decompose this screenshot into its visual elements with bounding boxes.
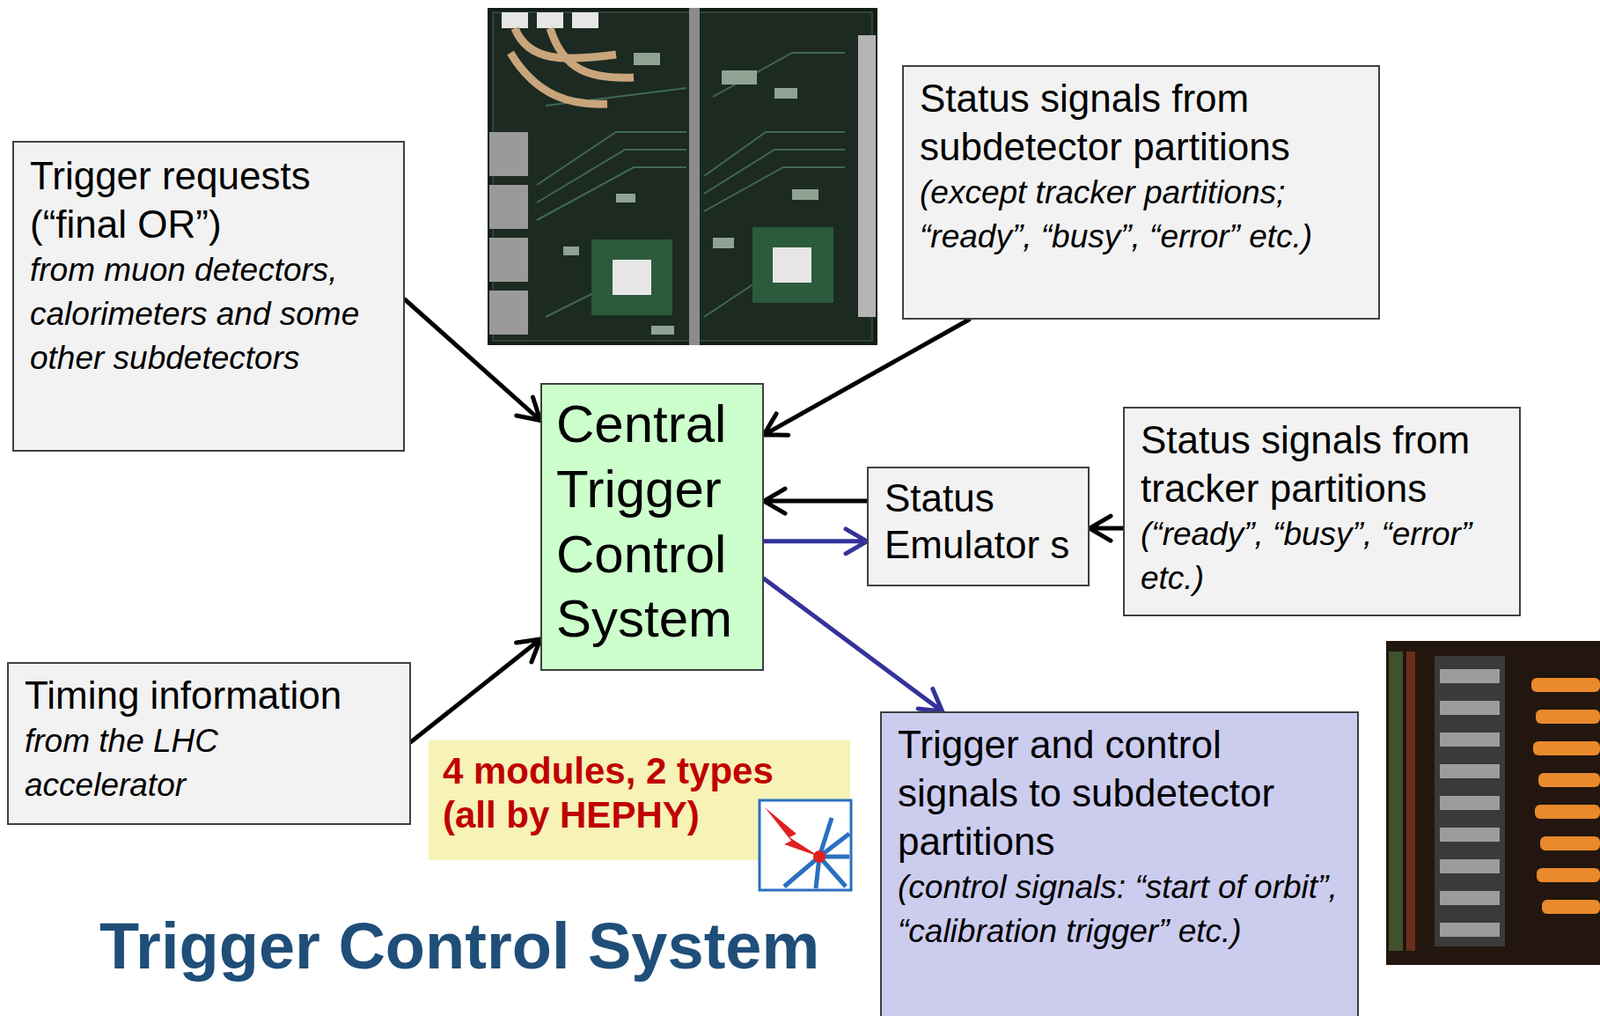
photo-detail xyxy=(1439,668,1500,683)
photo-detail xyxy=(1439,922,1500,937)
photo-detail xyxy=(1406,651,1416,951)
input-box: Trigger requests (“final OR”)from muon d… xyxy=(12,140,405,452)
output-box: Trigger and control signals to subdetect… xyxy=(880,711,1359,1016)
board-photo xyxy=(487,7,878,345)
emulator-box: Status Emulator s xyxy=(866,466,1090,587)
photo-detail xyxy=(563,246,580,256)
photo-detail xyxy=(721,70,757,85)
photo-detail xyxy=(612,259,652,295)
box-note: (except tracker partitions; “ready”, “bu… xyxy=(919,170,1363,259)
photo-detail xyxy=(1439,732,1500,747)
photo-detail xyxy=(1439,858,1500,874)
photo-detail xyxy=(1534,804,1600,819)
photo-detail xyxy=(1533,741,1600,756)
arrow-connector xyxy=(1089,515,1123,541)
photo-detail xyxy=(489,132,529,335)
photo-detail xyxy=(712,237,734,249)
hephy-logo xyxy=(757,798,853,892)
photo-detail xyxy=(774,88,798,99)
photo-detail xyxy=(1541,899,1600,914)
photo-detail xyxy=(536,149,687,203)
arrow-connector xyxy=(763,319,969,435)
arrow-connector xyxy=(404,299,541,420)
box-heading: Timing information xyxy=(24,670,357,720)
arrow-connector xyxy=(763,578,943,712)
photo-detail xyxy=(1439,668,1500,937)
photo-detail xyxy=(1386,640,1600,965)
photo-detail xyxy=(550,28,634,78)
photo-detail xyxy=(752,227,834,303)
photo-detail xyxy=(651,325,675,335)
photo-detail xyxy=(489,290,529,335)
photo-detail xyxy=(633,52,661,66)
logo-part xyxy=(784,817,850,889)
photo-detail xyxy=(510,28,634,104)
photo-detail xyxy=(689,7,700,345)
logo-part xyxy=(764,807,820,857)
photo-detail xyxy=(536,167,687,221)
photo-detail xyxy=(1531,677,1600,692)
logo-part xyxy=(784,856,820,887)
crate-photo xyxy=(1386,640,1600,965)
photo-detail xyxy=(1535,709,1600,724)
photo-detail xyxy=(489,132,529,177)
photo-detail xyxy=(501,12,599,29)
box-heading: Status signals from subdetector partitio… xyxy=(919,73,1363,171)
photo-detail xyxy=(572,12,599,29)
box-heading: Trigger and control signals to subdetect… xyxy=(897,719,1342,866)
photo-detail xyxy=(1540,836,1600,851)
photo-detail xyxy=(489,184,529,229)
arrow-connector xyxy=(763,488,867,514)
note-band: 4 modules, 2 types (all by HEPHY) xyxy=(428,740,851,860)
box-note: from muon detectors, calorimeters and so… xyxy=(29,248,388,381)
diagram-title: Trigger Control System xyxy=(99,910,820,982)
input-box: Status signals from tracker partitions(“… xyxy=(1122,406,1521,617)
photo-detail xyxy=(1536,867,1600,882)
input-box: Status signals from subdetector partitio… xyxy=(902,65,1380,320)
photo-detail xyxy=(704,281,757,317)
photo-detail xyxy=(1439,700,1500,715)
photo-detail xyxy=(1531,677,1600,914)
box-note: (“ready”, “busy”, “error” etc.) xyxy=(1140,512,1504,601)
photo-detail xyxy=(501,12,529,29)
box-note: (control signals: “start of orbit”, “cal… xyxy=(897,865,1342,954)
photo-detail xyxy=(704,167,845,212)
logo-part xyxy=(813,850,826,863)
central-box: Central Trigger Control System xyxy=(540,382,764,671)
logo-part xyxy=(759,800,852,890)
photo-detail xyxy=(704,132,845,177)
photo-detail xyxy=(1388,651,1403,951)
arrow-connector xyxy=(411,638,541,742)
photo-detail xyxy=(489,237,529,282)
photo-detail xyxy=(1439,795,1500,810)
photo-detail xyxy=(487,7,878,345)
photo-detail xyxy=(858,35,876,317)
arrow-connector xyxy=(763,528,867,554)
box-heading: Central Trigger Control System xyxy=(556,391,749,652)
input-box: Timing informationfrom the LHC accelerat… xyxy=(7,661,412,825)
photo-detail xyxy=(1538,772,1600,787)
photo-detail xyxy=(1439,763,1500,778)
photo-detail xyxy=(772,247,812,283)
box-heading: 4 modules, 2 types (all by HEPHY) xyxy=(442,748,795,837)
box-heading: Status Emulator s xyxy=(884,475,1072,569)
photo-detail xyxy=(510,52,608,104)
photo-detail xyxy=(1439,827,1500,842)
photo-detail xyxy=(492,12,873,341)
box-heading: Trigger requests (“final OR”) xyxy=(29,151,388,249)
box-note: from the LHC accelerator xyxy=(24,719,357,808)
box-heading: Status signals from tracker partitions xyxy=(1140,415,1504,513)
photo-detail xyxy=(1439,890,1500,905)
photo-detail xyxy=(545,290,599,317)
photo-detail xyxy=(616,193,636,203)
photo-detail xyxy=(591,239,673,316)
photo-detail xyxy=(792,189,819,200)
photo-detail xyxy=(536,12,564,29)
photo-detail xyxy=(1434,655,1505,947)
